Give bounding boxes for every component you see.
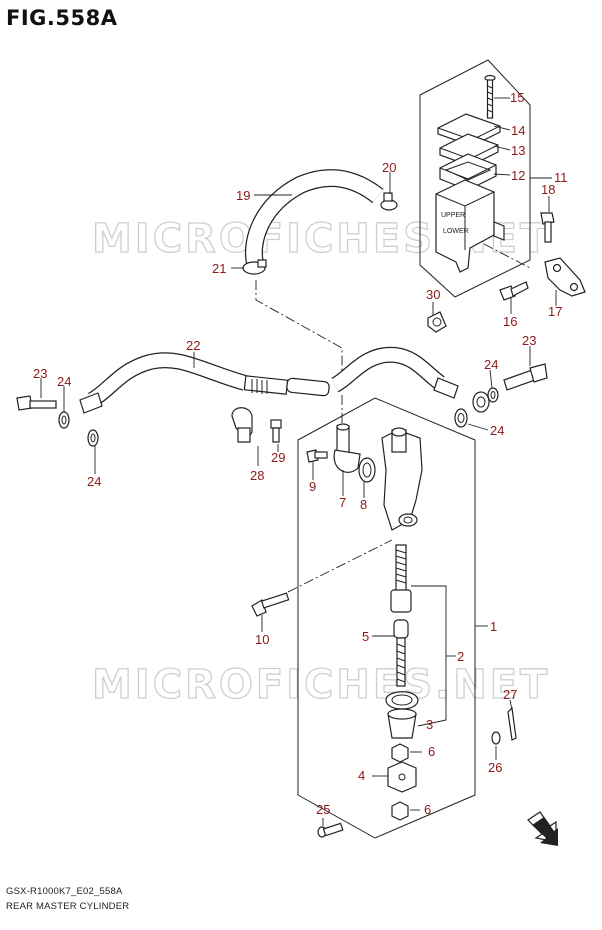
callout-29: 29: [271, 450, 285, 465]
callout-11: 11: [554, 170, 568, 185]
part-screw-15[interactable]: [484, 74, 496, 119]
callout-17: 17: [548, 304, 562, 319]
callout-20: 20: [382, 160, 396, 175]
callout-24-left-top: 24: [57, 374, 71, 389]
assembly-line-bolt: [271, 539, 393, 601]
part-bolt-9[interactable]: [306, 449, 328, 463]
callout-24-right-bottom: 24: [490, 423, 504, 438]
svg-text:LOWER: LOWER: [443, 228, 469, 235]
reservoir-group-frame: [419, 59, 531, 298]
part-bolt-18[interactable]: [540, 212, 555, 243]
callout-22: 22: [186, 338, 200, 353]
watermark-bottom: MICROFICHES.NET: [92, 662, 550, 708]
master-cylinder-group-frame: [297, 397, 476, 839]
callout-21: 21: [212, 261, 226, 276]
part-washer-24c[interactable]: [487, 387, 499, 403]
callout-14: 14: [511, 123, 525, 138]
callout-10: 10: [255, 632, 269, 647]
part-bolt-16[interactable]: [499, 281, 529, 301]
callout-24-right-top: 24: [484, 357, 498, 372]
part-screw-29[interactable]: [270, 419, 282, 443]
callout-16: 16: [503, 314, 517, 329]
part-washer-24d[interactable]: [454, 408, 468, 428]
part-diaphragm-12[interactable]: [439, 153, 497, 191]
callout-7: 7: [339, 495, 346, 510]
callout-13: 13: [511, 143, 525, 158]
callout-6-top: 6: [428, 744, 435, 759]
callout-25: 25: [316, 802, 330, 817]
part-banjo-bolt-23-left[interactable]: [16, 395, 57, 411]
part-clamp-30[interactable]: [427, 311, 447, 333]
part-pin-25[interactable]: [317, 822, 344, 838]
svg-text:UPPER: UPPER: [441, 212, 465, 219]
callout-30: 30: [426, 287, 440, 302]
part-washer-24b[interactable]: [87, 429, 99, 447]
part-master-cylinder-body[interactable]: [381, 427, 423, 531]
part-washer-26[interactable]: [491, 731, 501, 745]
callout-23-left: 23: [33, 366, 47, 381]
part-push-rod-assembly-2[interactable]: [390, 544, 412, 687]
callout-5: 5: [362, 629, 369, 644]
part-reservoir-hose-19[interactable]: [245, 169, 384, 265]
part-cotter-pin-27[interactable]: [507, 706, 517, 741]
part-fitting-7[interactable]: [333, 423, 361, 473]
callout-26: 26: [488, 760, 502, 775]
callout-6-bottom: 6: [424, 802, 431, 817]
callout-3: 3: [426, 717, 433, 732]
assembly-line-reservoir: [483, 243, 531, 269]
part-o-ring-8[interactable]: [358, 457, 376, 483]
callout-23-right: 23: [522, 333, 536, 348]
part-hose-clamp-28[interactable]: [231, 407, 253, 444]
model-code: GSX-R1000K7_E02_558A: [6, 886, 123, 897]
part-reservoir-body[interactable]: UPPER LOWER: [435, 179, 505, 273]
part-bracket-17[interactable]: [544, 257, 586, 297]
callout-19: 19: [236, 188, 250, 203]
part-circlip-3[interactable]: [385, 691, 419, 739]
figure-title: FIG.558A: [6, 6, 118, 30]
part-brake-hose-22[interactable]: [79, 346, 490, 414]
callout-28: 28: [250, 468, 264, 483]
callout-12: 12: [511, 168, 525, 183]
part-nut-6a[interactable]: [391, 743, 409, 763]
part-clamp-20[interactable]: [380, 192, 398, 211]
assembly-name: REAR MASTER CYLINDER: [6, 901, 130, 912]
leader-lines: [40, 97, 557, 826]
callout-24-left-bottom: 24: [87, 474, 101, 489]
callout-labels: 15 14 13 12 11 18 20 19 21 30 16 17 22 2…: [33, 90, 568, 817]
part-nut-6b[interactable]: [391, 801, 409, 821]
callout-15: 15: [510, 90, 524, 105]
callout-2: 2: [457, 649, 464, 664]
callout-9: 9: [309, 479, 316, 494]
callout-4: 4: [358, 768, 365, 783]
callout-1: 1: [490, 619, 497, 634]
part-clevis-4[interactable]: [387, 761, 417, 793]
part-washer-24a[interactable]: [58, 411, 70, 429]
assembly-line-hose: [255, 280, 343, 390]
part-banjo-bolt-23-right[interactable]: [503, 363, 548, 391]
direction-arrow-icon: [527, 811, 558, 846]
callout-8: 8: [360, 497, 367, 512]
callout-18: 18: [541, 182, 555, 197]
part-bolt-10[interactable]: [251, 592, 290, 617]
callout-27: 27: [503, 687, 517, 702]
